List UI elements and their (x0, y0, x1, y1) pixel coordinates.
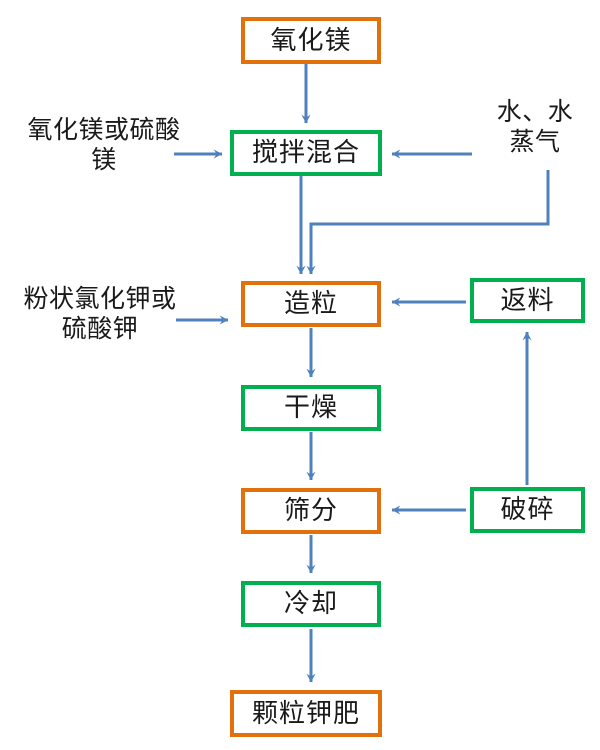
node-screening-label: 筛分 (283, 496, 338, 525)
label-feed-water-line2: 蒸气 (509, 128, 561, 156)
label-feed-water-and-steam: 水、水 蒸气 (480, 98, 590, 157)
label-feed-k-line1: 粉状氯化钾或 (23, 286, 177, 313)
node-crushing[interactable]: 破碎 (470, 487, 585, 533)
node-drying-label: 干燥 (283, 393, 338, 422)
node-magnesium-oxide-label: 氧化镁 (270, 25, 352, 55)
node-drying[interactable]: 干燥 (241, 385, 381, 431)
label-feed-water-line1: 水、水 (496, 99, 574, 126)
node-granulation-label: 造粒 (283, 289, 338, 318)
node-crushing-label: 破碎 (500, 495, 555, 524)
node-granular-potash[interactable]: 颗粒钾肥 (230, 690, 382, 737)
label-feed-magnesium-oxide-or-sulfate: 氧化镁或硫酸 镁 (4, 116, 204, 175)
node-return-material-label: 返料 (500, 285, 555, 315)
edge-water-to-granulation-path (306, 170, 550, 275)
node-granulation[interactable]: 造粒 (241, 281, 381, 327)
label-feed-mg-line1: 氧化镁或硫酸 (27, 117, 181, 144)
node-stir-mix[interactable]: 搅拌混合 (230, 130, 382, 176)
label-feed-mg-line2: 镁 (91, 146, 117, 174)
node-stir-mix-label: 搅拌混合 (251, 138, 360, 167)
node-cooling-label: 冷却 (283, 589, 338, 618)
node-screening[interactable]: 筛分 (241, 488, 381, 534)
label-feed-potassium-chloride-or-sulfate: 粉状氯化钾或 硫酸钾 (0, 285, 200, 344)
node-cooling[interactable]: 冷却 (241, 581, 381, 627)
node-granular-potash-label: 颗粒钾肥 (251, 698, 360, 728)
label-feed-k-line2: 硫酸钾 (61, 315, 139, 343)
node-return-material[interactable]: 返料 (470, 278, 585, 323)
node-magnesium-oxide[interactable]: 氧化镁 (241, 17, 381, 64)
